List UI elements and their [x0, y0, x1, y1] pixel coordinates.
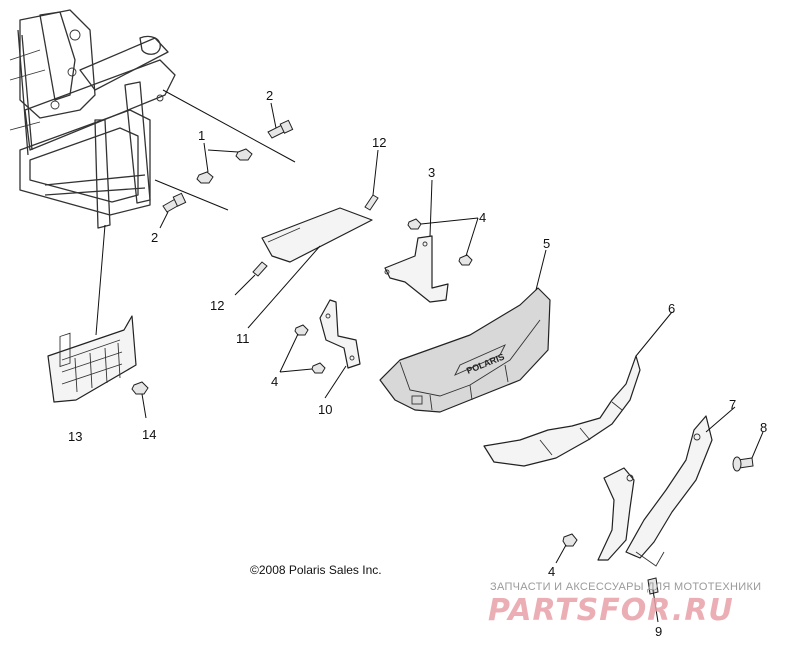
- panel-11: [261, 207, 373, 263]
- callout-6: 6: [668, 301, 675, 316]
- callout-11: 11: [236, 331, 250, 346]
- front-bumper-5: POLARIS: [379, 287, 551, 413]
- callout-3: 3: [428, 165, 435, 180]
- side-guard-7: [597, 415, 713, 567]
- callout-13: 13: [68, 429, 82, 444]
- watermark-logo: PARTSFOR.RU: [488, 593, 734, 628]
- vehicle-frame: [9, 9, 176, 229]
- frame-guide-line-2: [154, 179, 229, 211]
- callout-4-middle: 4: [271, 374, 278, 389]
- screw-12-upper: [364, 194, 379, 211]
- bolt-2-lower: [162, 192, 187, 213]
- callout-12-upper: 12: [372, 135, 386, 150]
- nut-4-middle: [294, 324, 326, 374]
- callout-1: 1: [198, 128, 205, 143]
- bolt-9: [647, 577, 659, 595]
- bracket-10: [319, 299, 361, 369]
- watermark: ЗАПЧАСТИ И АКСЕССУАРЫ ДЛЯ МОТОТЕХНИКИ PA…: [488, 581, 761, 628]
- frame-guide-line-1: [162, 89, 296, 163]
- callout-9: 9: [655, 624, 662, 639]
- bolt-2-upper: [267, 119, 294, 139]
- callout-8: 8: [760, 420, 767, 435]
- callout-10: 10: [318, 402, 332, 417]
- callout-12-lower: 12: [210, 298, 224, 313]
- nut-4-lower: [562, 533, 578, 547]
- skid-plate-13: [47, 315, 137, 403]
- copyright-notice: ©2008 Polaris Sales Inc.: [250, 563, 382, 577]
- callout-2-upper: 2: [266, 88, 273, 103]
- bolt-8: [732, 456, 754, 472]
- callout-5: 5: [543, 236, 550, 251]
- frame-guide-line-3: [95, 224, 106, 336]
- callout-labels: 1 2 2 3 4 4 4 5 6 7 8 9 10 11 12 12 13 1…: [68, 88, 767, 639]
- callout-14: 14: [142, 427, 156, 442]
- screw-12-lower: [252, 261, 268, 277]
- leader-lines: [141, 102, 764, 623]
- callout-4-lower: 4: [548, 564, 555, 579]
- fender-extension-6: [483, 355, 641, 467]
- callout-7: 7: [729, 397, 736, 412]
- watermark-tagline: ЗАПЧАСТИ И АКСЕССУАРЫ ДЛЯ МОТОТЕХНИКИ: [490, 581, 761, 593]
- bolt-14: [131, 381, 149, 395]
- nut-1-set: [196, 148, 253, 184]
- bracket-3: [384, 235, 449, 303]
- callout-2-lower: 2: [151, 230, 158, 245]
- nut-4-upper: [407, 218, 473, 266]
- callout-4-upper: 4: [479, 210, 486, 225]
